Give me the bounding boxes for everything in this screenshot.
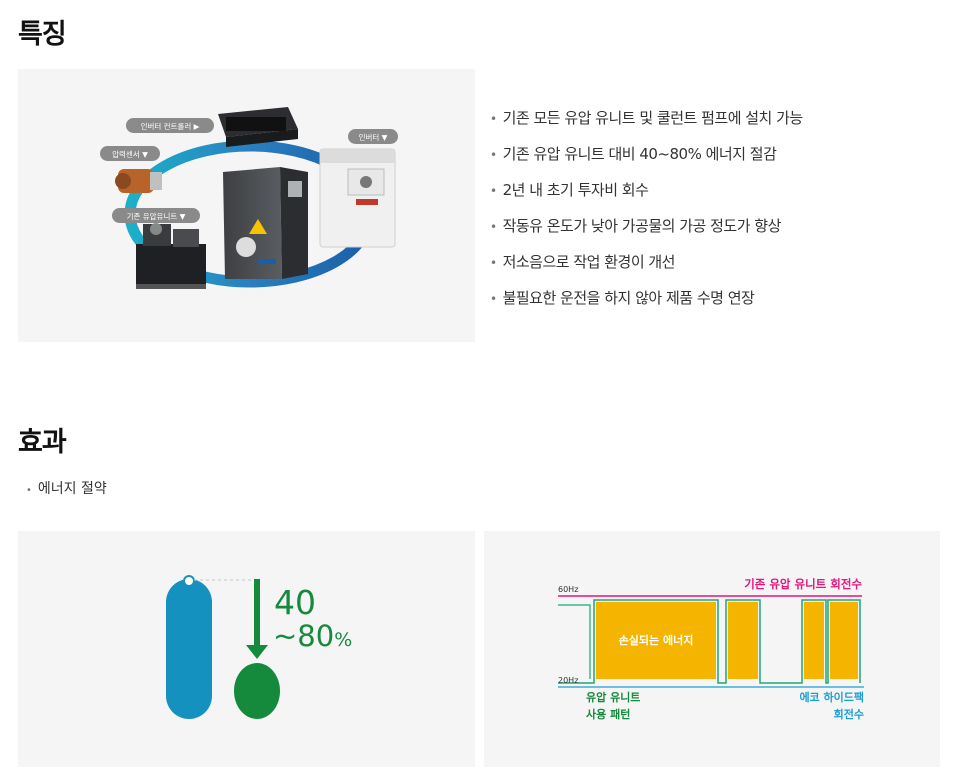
savings-illustration: 40 ~80% [166, 575, 352, 719]
lost-energy-block-1 [596, 602, 716, 679]
inverter-graphic [319, 148, 396, 248]
label-usage-pattern-2: 사용 패턴 [586, 707, 630, 721]
svg-text:압력센서 ▼: 압력센서 ▼ [112, 149, 148, 159]
bullet-dot: • [490, 184, 497, 198]
label-existing-speed: 기존 유압 유니트 회전수 [744, 577, 862, 591]
usage-pattern-line [558, 599, 861, 684]
section-title-features: 특징 [18, 19, 67, 50]
capsule-top-marker [183, 575, 195, 587]
bullet-dot: • [490, 112, 497, 126]
feature-item: • 기존 유압 유니트 대비 40~80% 에너지 절감 [490, 136, 803, 172]
bullet-dot: • [490, 256, 497, 270]
feature-item: • 작동유 온도가 낮아 가공물의 가공 정도가 향상 [490, 208, 803, 244]
lost-energy-block-2 [728, 602, 758, 679]
label-eco-2: 회전수 [834, 707, 864, 721]
reduced-energy-blob [234, 663, 280, 719]
label-lost-energy: 손실되는 에너지 [619, 633, 694, 647]
label-usage-pattern-1: 유압 유니트 [586, 690, 640, 704]
usage-pattern-inner-line [558, 604, 591, 679]
label-20hz: 20Hz [558, 676, 578, 685]
hydraulic-unit-graphic [136, 223, 206, 289]
savings-value-bottom: ~80% [273, 619, 352, 653]
rotation-chart-svg: 60Hz 20Hz 기존 유압 유니트 회전수 손실되는 에너지 유압 유니트 … [558, 577, 864, 721]
feature-item: • 저소음으로 작업 환경이 개선 [490, 244, 803, 280]
feature-text: 불필요한 운전을 하지 않아 제품 수명 연장 [502, 289, 755, 307]
callout-inverter: 인버터 ▼ [348, 129, 398, 144]
feature-text: 기존 모든 유압 유니트 및 쿨런트 펌프에 설치 가능 [502, 109, 804, 127]
label-60hz: 60Hz [558, 585, 578, 594]
feature-item: • 기존 모든 유압 유니트 및 쿨런트 펌프에 설치 가능 [490, 100, 803, 136]
feature-list: • 기존 모든 유압 유니트 및 쿨런트 펌프에 설치 가능 • 기존 유압 유니트 … [490, 100, 803, 316]
svg-text:인버터 컨트롤러 ▶: 인버터 컨트롤러 ▶ [141, 121, 200, 131]
rotation-pattern-chart: 60Hz 20Hz 기존 유압 유니트 회전수 손실되는 에너지 유압 유니트 … [484, 531, 940, 767]
bullet-dot: • [490, 148, 497, 162]
energy-saving-label: 에너지 절약 [37, 481, 107, 497]
svg-text:인버터 ▼: 인버터 ▼ [359, 132, 388, 142]
inverter-controller-graphic [218, 107, 298, 147]
callout-existing-unit: 기존 유압유니트 ▼ [112, 208, 200, 223]
lost-energy-block-4 [830, 602, 858, 679]
feature-text: 기존 유압 유니트 대비 40~80% 에너지 절감 [502, 145, 777, 163]
feature-text: 2년 내 초기 투자비 회수 [502, 181, 649, 199]
feature-item: • 불필요한 운전을 하지 않아 제품 수명 연장 [490, 280, 803, 316]
lost-energy-block-3 [804, 602, 824, 679]
product-system-image: 인버터 컨트롤러 ▶ 압력센서 ▼ 인버터 ▼ 기존 유압유니트 ▼ [18, 69, 475, 342]
bullet-dot: • [490, 220, 497, 234]
callout-controller: 인버터 컨트롤러 ▶ [126, 118, 214, 133]
section-title-effects: 효과 [18, 427, 67, 458]
feature-text: 작동유 온도가 낮아 가공물의 가공 정도가 향상 [502, 217, 782, 235]
energy-saving-bullet: • 에너지 절약 [26, 478, 107, 498]
bullet-dot: • [490, 292, 497, 306]
feature-text: 저소음으로 작업 환경이 개선 [502, 253, 676, 271]
down-arrow-icon [246, 579, 268, 659]
full-energy-capsule [166, 579, 212, 719]
callout-pressure-sensor: 압력센서 ▼ [100, 146, 160, 161]
svg-text:기존 유압유니트 ▼: 기존 유압유니트 ▼ [127, 212, 186, 221]
pressure-sensor-graphic [115, 169, 162, 193]
energy-savings-graphic: 40 ~80% [18, 531, 475, 767]
feature-item: • 2년 내 초기 투자비 회수 [490, 172, 803, 208]
savings-value-top: 40 [274, 583, 316, 622]
bullet-dot: • [26, 485, 32, 496]
label-eco-1: 에코 하이드팩 [799, 690, 864, 704]
control-cabinet-graphic [223, 167, 308, 279]
system-diagram: 인버터 컨트롤러 ▶ 압력센서 ▼ 인버터 ▼ 기존 유압유니트 ▼ [100, 107, 398, 289]
